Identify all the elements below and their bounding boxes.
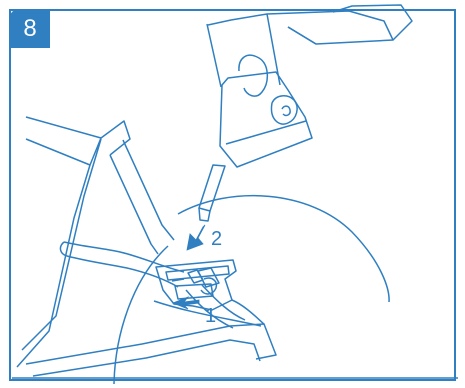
lock-key-tool xyxy=(199,5,412,221)
callout-2: 2 xyxy=(211,228,222,250)
step-number-badge: 8 xyxy=(10,10,50,48)
bicycle-frame xyxy=(12,117,458,378)
panel-border xyxy=(10,10,455,380)
callout-1: 1 xyxy=(205,305,216,327)
arrow-2 xyxy=(187,225,205,250)
